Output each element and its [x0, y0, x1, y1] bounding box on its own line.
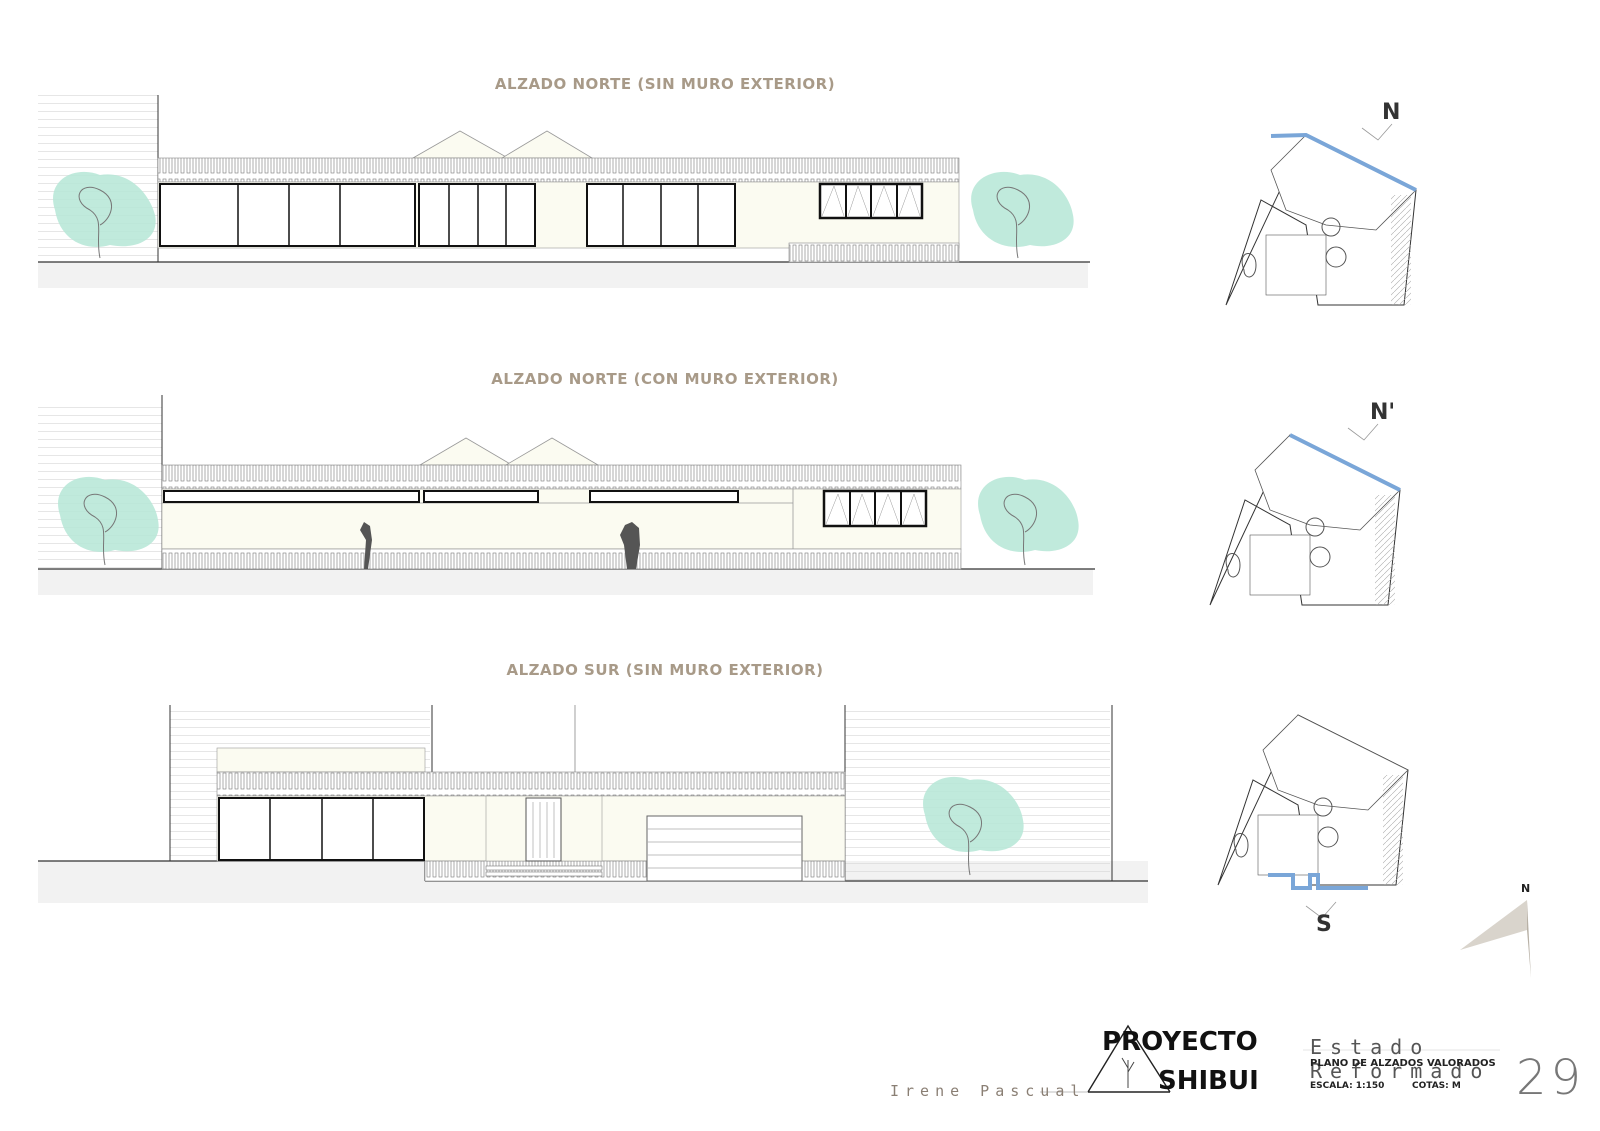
keyplan-1: [1225, 132, 1417, 306]
keyplan-label-north: N: [1382, 100, 1401, 125]
keyplan-3: [1217, 714, 1409, 890]
elevation-north-drawing: [38, 95, 1090, 288]
elevation-title-north-wall: ALZADO NORTE (CON MURO EXTERIOR): [491, 370, 839, 388]
tree-icon: [971, 171, 1074, 259]
elevation-north-wall-drawing: [38, 395, 1095, 595]
tree-icon: [53, 171, 156, 259]
elevation-south-drawing: [38, 705, 1148, 903]
brand-line1: PROYECTO: [1102, 1027, 1258, 1057]
tree-icon: [978, 476, 1079, 566]
plan-name: PLANO DE ALZADOS VALORADOS: [1310, 1058, 1496, 1069]
keyplan-label-south: S: [1316, 912, 1332, 937]
shibui-logo-icon: [1040, 1024, 1171, 1093]
north-arrow-icon: [1460, 900, 1531, 978]
tree-icon: [58, 476, 159, 566]
plan-scale: ESCALA: 1:150: [1310, 1081, 1385, 1091]
direction-mark: [1347, 423, 1379, 441]
person-silhouette: [360, 522, 372, 569]
elevation-title-south: ALZADO SUR (SIN MURO EXTERIOR): [506, 661, 824, 679]
keyplan-2: [1209, 433, 1401, 606]
plan-units: COTAS: M: [1412, 1081, 1461, 1091]
tree-icon: [923, 776, 1024, 876]
person-silhouette: [620, 522, 640, 569]
keyplan-label-north-prime: N': [1370, 400, 1396, 425]
direction-mark: [1305, 901, 1337, 919]
brand-line2: SHIBUI: [1158, 1066, 1259, 1096]
author-name: Irene Pascual: [890, 1082, 1086, 1100]
project-state: Estado Reformado: [1310, 1035, 1491, 1083]
elevation-title-north: ALZADO NORTE (SIN MURO EXTERIOR): [494, 75, 836, 93]
compass-label: N: [1521, 882, 1531, 895]
direction-mark: [1361, 123, 1393, 141]
page-number: 29: [1516, 1050, 1586, 1106]
